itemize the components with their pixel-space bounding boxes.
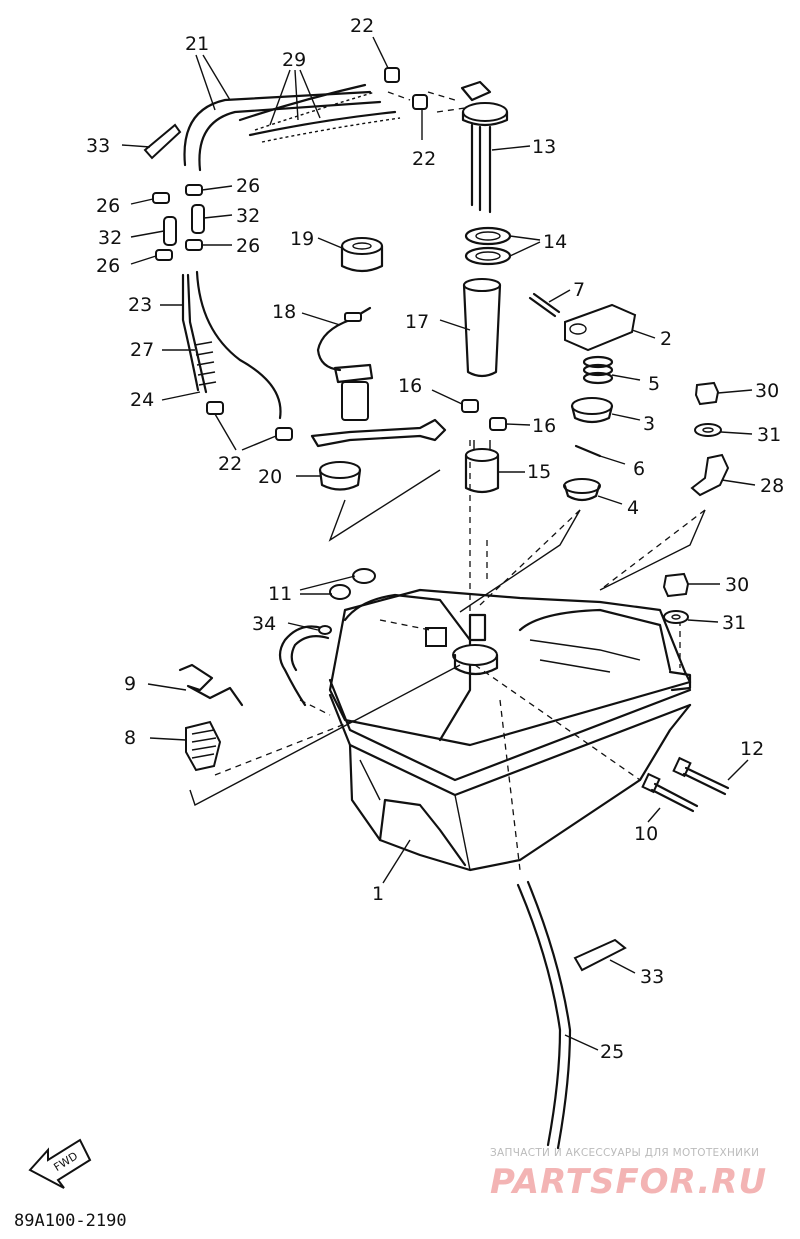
callout-25: 25 <box>600 1041 624 1063</box>
svg-text:24: 24 <box>130 389 154 411</box>
svg-text:23: 23 <box>128 294 152 316</box>
callout-5: 5 <box>648 373 660 395</box>
nut-30-upper <box>694 381 753 406</box>
callout-23: 23 <box>128 294 183 316</box>
callout-33-bottom: 33 <box>640 966 664 988</box>
clamps-16 <box>431 389 531 431</box>
callout-9: 9 <box>124 673 136 695</box>
callout-26-c: 26 <box>96 255 120 277</box>
tag-33-bottom <box>573 938 636 974</box>
callout-22-top: 22 <box>350 15 374 37</box>
bolt-10 <box>641 772 699 823</box>
diagram-code: 89A100-2190 <box>14 1211 127 1231</box>
callout-31-lower: 31 <box>722 612 746 634</box>
cap-bracket-2 <box>564 303 656 352</box>
svg-text:21: 21 <box>185 33 209 55</box>
callout-3: 3 <box>643 413 655 435</box>
callout-24: 24 <box>130 389 201 411</box>
callout-6: 6 <box>633 458 645 480</box>
cap-3 <box>570 397 641 424</box>
callout-12: 12 <box>740 738 764 760</box>
watermark-line2: PARTSFOR.RU <box>490 1162 767 1202</box>
callout-20: 20 <box>258 466 282 488</box>
callout-11: 11 <box>268 583 292 605</box>
watermark-line1: ЗАПЧАСТИ И АКСЕССУАРЫ ДЛЯ МОТОТЕХНИКИ <box>490 1147 759 1159</box>
svg-text:1: 1 <box>372 883 384 905</box>
clip-9 <box>147 663 244 707</box>
cap-4 <box>563 478 623 505</box>
tag-33-top <box>121 123 182 160</box>
svg-text:29: 29 <box>282 49 306 71</box>
callout-22-mid: 22 <box>412 148 436 170</box>
washer-31-upper <box>694 423 753 437</box>
callout-18: 18 <box>272 301 296 323</box>
bolt-12 <box>672 756 749 796</box>
callout-28: 28 <box>760 475 784 497</box>
fuel-filter-15 <box>464 440 525 494</box>
callout-26-a: 26 <box>96 195 120 217</box>
callout-7: 7 <box>573 279 585 301</box>
fuel-hoses-left <box>181 270 282 420</box>
callout-31-upper: 31 <box>757 424 781 446</box>
callout-33-top: 33 <box>86 135 110 157</box>
callout-32-b: 32 <box>236 205 260 227</box>
callout-16-b: 16 <box>532 415 556 437</box>
drain-hose-25 <box>516 880 599 1150</box>
clip-22-top <box>372 36 428 140</box>
fuel-pump-18 <box>301 306 447 448</box>
callout-17: 17 <box>405 311 429 333</box>
grommet-19 <box>317 237 384 273</box>
clips-26-32 <box>130 184 293 451</box>
fwd-arrow-icon: FWD <box>28 1138 92 1189</box>
fuel-pipe-17 <box>439 278 502 378</box>
callout-16-a: 16 <box>398 375 422 397</box>
callout-14: 14 <box>543 231 567 253</box>
callout-26-d: 26 <box>236 235 260 257</box>
callout-8: 8 <box>124 727 136 749</box>
nut-30-lower <box>662 572 720 598</box>
callout-15: 15 <box>527 461 551 483</box>
vent-hoses <box>183 83 401 172</box>
pin-7 <box>528 289 571 318</box>
assembly-lines <box>189 91 706 871</box>
washer-pair-14 <box>464 226 541 266</box>
callout-29: 29 <box>269 49 321 126</box>
pin-6 <box>574 444 626 465</box>
callout-19: 19 <box>290 228 314 250</box>
cover-8 <box>149 720 222 772</box>
callout-2: 2 <box>660 328 672 350</box>
drain-hose-34 <box>278 622 332 707</box>
washer-31-lower <box>663 610 719 624</box>
callout-13: 13 <box>532 136 556 158</box>
callout-10: 10 <box>634 823 658 845</box>
fuel-sender-unit <box>460 80 531 214</box>
callout-27: 27 <box>130 339 195 361</box>
watermark: ЗАПЧАСТИ И АКСЕССУАРЫ ДЛЯ МОТОТЕХНИКИ PA… <box>490 1147 767 1202</box>
grommet-20 <box>296 461 362 491</box>
callout-22-low: 22 <box>218 453 242 475</box>
callout-26-b: 26 <box>236 175 260 197</box>
callout-30-upper: 30 <box>755 380 779 402</box>
grommets-11 <box>299 568 376 600</box>
svg-text:27: 27 <box>130 339 154 361</box>
callout-1: 1 <box>372 839 411 905</box>
callout-32-a: 32 <box>98 227 122 249</box>
bracket-28 <box>690 453 756 497</box>
callout-4: 4 <box>627 497 639 519</box>
callout-21: 21 <box>185 33 231 111</box>
spring-5 <box>582 355 641 385</box>
callout-30-lower: 30 <box>725 574 749 596</box>
callout-34: 34 <box>252 613 276 635</box>
